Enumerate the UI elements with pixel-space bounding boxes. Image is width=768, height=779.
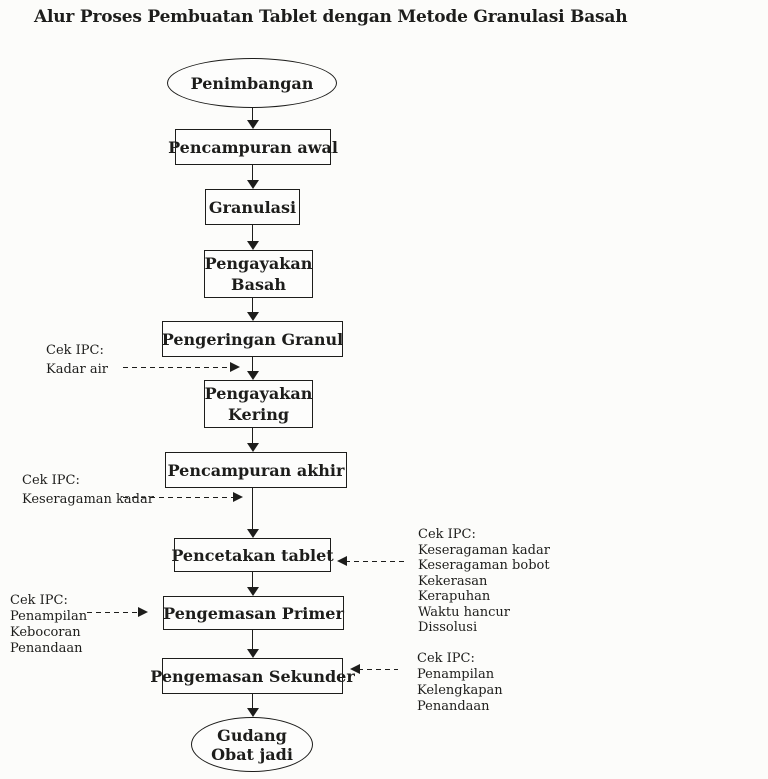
node-label: Pengemasan Sekunder: [150, 666, 355, 686]
flow-arrow-icon: [246, 428, 259, 452]
node-label: Pengeringan Granul: [161, 329, 344, 349]
node-granulasi: Granulasi: [205, 189, 300, 225]
flow-arrow-icon: [246, 165, 259, 189]
dashed-arrow-right-icon: [123, 361, 240, 374]
ipc-note-kadar-air: Cek IPC: Kadar air: [46, 343, 109, 377]
dashed-arrow-right-icon: [87, 606, 148, 619]
flow-arrow-icon: [246, 630, 259, 658]
flow-arrow-icon: [246, 108, 259, 129]
ipc-note-pencetakan-tablet: Cek IPC: Keseragaman kadar Keseragaman b…: [418, 527, 550, 635]
node-pencetakan-tablet: Pencetakan tablet: [171, 538, 334, 572]
page-title: Alur Proses Pembuatan Tablet dengan Meto…: [34, 7, 628, 27]
node-pencampuran-awal: Pencampuran awal: [168, 129, 338, 165]
node-label: Pencampuran akhir: [167, 460, 345, 480]
node-label: Penimbangan: [190, 73, 314, 93]
node-penimbangan: Penimbangan: [167, 58, 337, 108]
node-gudang-obat-jadi: Gudang Obat jadi: [191, 717, 313, 772]
dashed-arrow-right-icon: [123, 491, 243, 504]
flow-arrow-icon: [246, 572, 259, 596]
node-pengayakan-basah: Pengayakan Basah: [204, 250, 313, 298]
node-pengemasan-primer: Pengemasan Primer: [163, 596, 344, 630]
node-label: Pengemasan Primer: [163, 603, 344, 623]
flow-arrow-icon: [246, 357, 259, 380]
flow-arrow-icon: [246, 488, 259, 538]
dashed-arrow-left-icon: [350, 663, 398, 676]
node-label: Gudang Obat jadi: [211, 725, 293, 764]
flow-arrow-icon: [246, 225, 259, 250]
node-pencampuran-akhir: Pencampuran akhir: [165, 452, 347, 488]
node-label: Pencampuran awal: [168, 137, 338, 157]
node-label: Granulasi: [208, 197, 297, 217]
ipc-note-keseragaman-kadar: Cek IPC: Keseragaman kadar: [22, 473, 154, 507]
dashed-arrow-left-icon: [337, 555, 408, 568]
ipc-note-pengemasan-primer: Cek IPC: Penampilan Kebocoran Penandaan: [10, 593, 88, 656]
node-label: Pengayakan Kering: [204, 384, 313, 424]
node-pengayakan-kering: Pengayakan Kering: [204, 380, 313, 428]
flow-arrow-icon: [246, 694, 259, 717]
ipc-note-pengemasan-sekunder: Cek IPC: Penampilan Kelengkapan Penandaa…: [417, 651, 503, 714]
node-pengeringan-granul: Pengeringan Granul: [162, 321, 343, 357]
flow-arrow-icon: [246, 298, 259, 321]
node-label: Pencetakan tablet: [171, 545, 334, 565]
node-label: Pengayakan Basah: [204, 254, 313, 294]
node-pengemasan-sekunder: Pengemasan Sekunder: [150, 658, 355, 694]
